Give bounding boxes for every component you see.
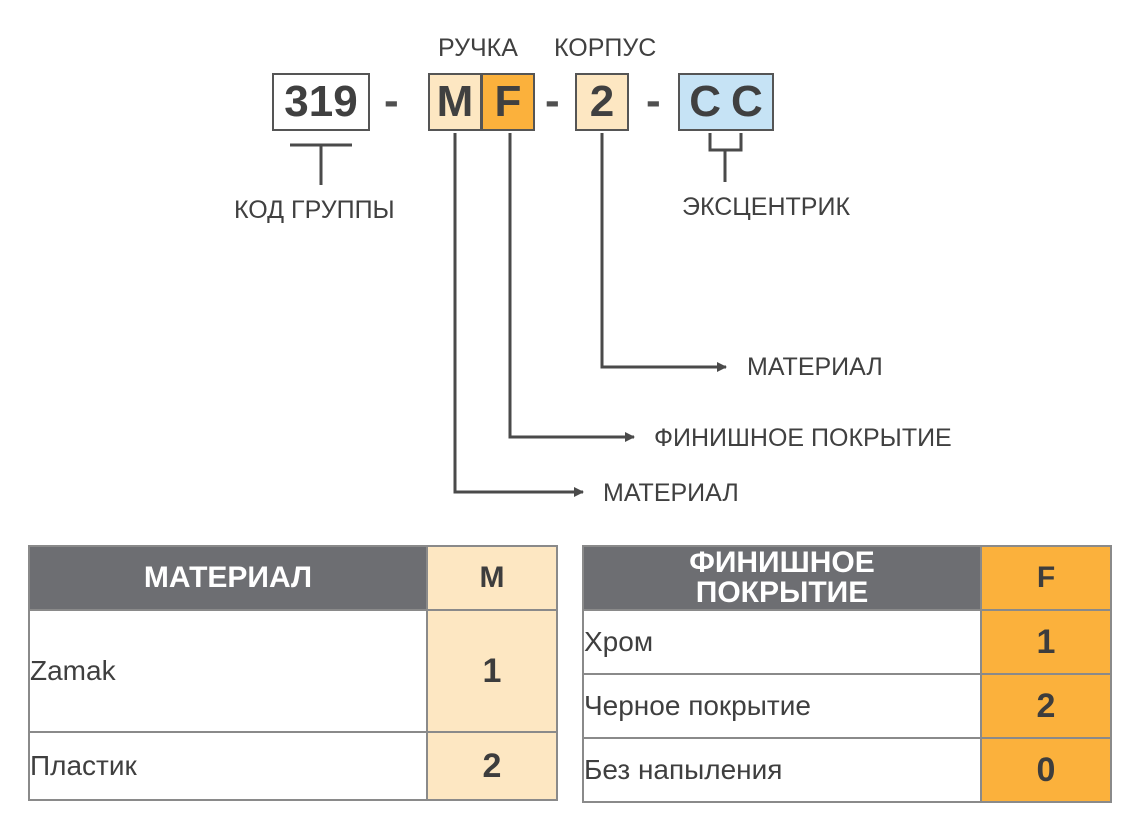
handle-material-box: M [428,73,482,131]
handle-material-label: МАТЕРИАЛ [603,479,739,507]
handle-label: РУЧКА [438,34,518,62]
table-row: Без напыления 0 [582,737,1112,803]
handle-material-connector [453,133,584,497]
group-code-label: КОД ГРУППЫ [234,196,395,224]
eccentric-label: ЭКСЦЕНТРИК [682,193,851,221]
connector-lines [290,133,743,497]
body-label: КОРПУС [554,34,657,62]
handle-finish-label: ФИНИШНОЕ ПОКРЫТИЕ [654,424,952,452]
table-row: Zamak 1 [28,609,558,733]
finish-name-cell: Черное покрытие [582,673,982,739]
finish-header-line-2: ПОКРЫТИЕ [695,576,869,609]
finish-name-cell: Без напыления [582,737,982,803]
body-material-label: МАТЕРИАЛ [747,353,883,381]
separator-3: - [646,76,661,125]
material-code-cell: 2 [426,731,558,801]
material-code-header: M [426,545,558,611]
material-table: МАТЕРИАЛ M Zamak 1 Пластик 2 [28,545,558,801]
eccentric-bracket-line [708,133,743,152]
finish-header-line-1: ФИНИШНОЕ [689,546,875,579]
separator-1: - [384,76,399,125]
material-code-cell: 1 [426,609,558,733]
table-row: Хром 1 [582,609,1112,675]
handle-finish-connector [508,133,635,442]
finish-name-cell: Хром [582,609,982,675]
finish-code-cell: 0 [980,737,1112,803]
body-code-box: 2 [575,73,629,131]
eccentric-code-1: C [689,77,721,126]
separator-2: - [545,76,560,125]
eccentric-code-2: C [731,77,763,126]
material-name-cell: Пластик [28,731,428,801]
table-row: Пластик 2 [28,731,558,801]
finish-code-cell: 1 [980,609,1112,675]
finish-code-header: F [980,545,1112,611]
material-table-header: МАТЕРИАЛ [28,545,428,611]
eccentric-code-box: C C [678,73,774,131]
body-material-connector [600,133,727,372]
handle-finish-box: F [481,73,535,131]
finish-table: ФИНИШНОЕ ПОКРЫТИЕ F Хром 1 Черное покрыт… [582,545,1112,803]
finish-table-header: ФИНИШНОЕ ПОКРЫТИЕ [582,545,982,611]
group-code-box: 319 [272,73,370,131]
finish-code-cell: 2 [980,673,1112,739]
material-name-cell: Zamak [28,609,428,733]
table-row: Черное покрытие 2 [582,673,1112,739]
